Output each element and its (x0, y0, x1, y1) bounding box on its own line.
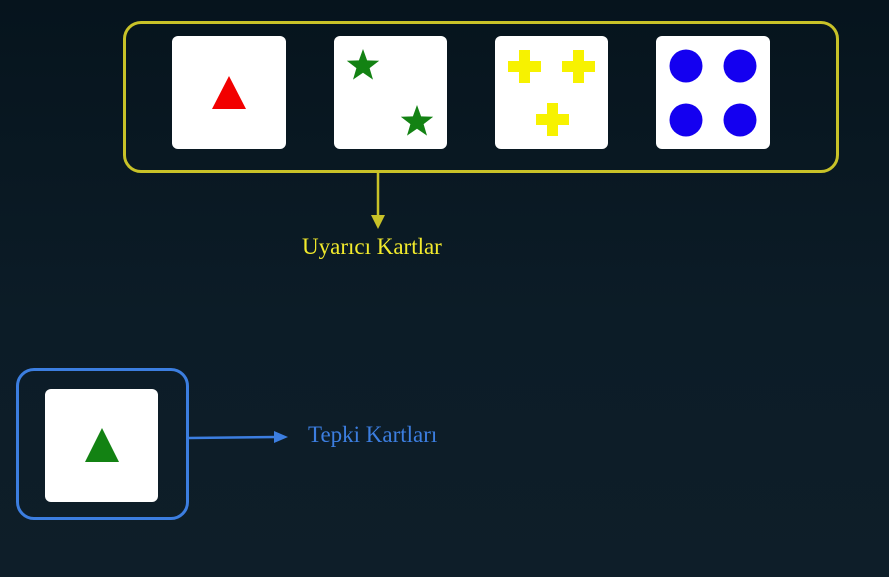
yellow-cross-2 (562, 50, 595, 83)
stimulus-card-1-red-triangle (172, 36, 286, 149)
green-triangle (85, 428, 119, 462)
green-star-1 (346, 49, 380, 80)
green-star-2 (400, 105, 434, 136)
response-arrow-head (274, 431, 288, 443)
triangle-shape (85, 428, 119, 462)
stimulus-arrow-head (371, 215, 385, 229)
response-cards-frame (16, 368, 189, 520)
yellow-cross-1 (508, 50, 541, 83)
yellow-cross-3 (536, 103, 569, 136)
stimulus-cards-label: Uyarıcı Kartlar (302, 234, 442, 259)
triangle-shape (212, 76, 246, 109)
response-arrow-line (187, 435, 277, 440)
response-card-green-triangle (45, 389, 158, 502)
stimulus-card-2-green-stars (334, 36, 447, 149)
blue-circle-3 (669, 103, 703, 137)
blue-circle-1 (669, 49, 703, 83)
circles-shape (669, 49, 757, 137)
stimulus-card-4-blue-circles (656, 36, 770, 149)
stimulus-card-3-yellow-crosses (495, 36, 608, 149)
blue-circle-2 (723, 49, 757, 83)
response-cards-label: Tepki Kartları (308, 422, 438, 447)
stimulus-cards-frame (123, 21, 839, 173)
red-triangle (212, 76, 246, 109)
blue-circle-4 (723, 103, 757, 137)
crosses-shape (508, 50, 595, 136)
stars-shape (346, 49, 434, 136)
